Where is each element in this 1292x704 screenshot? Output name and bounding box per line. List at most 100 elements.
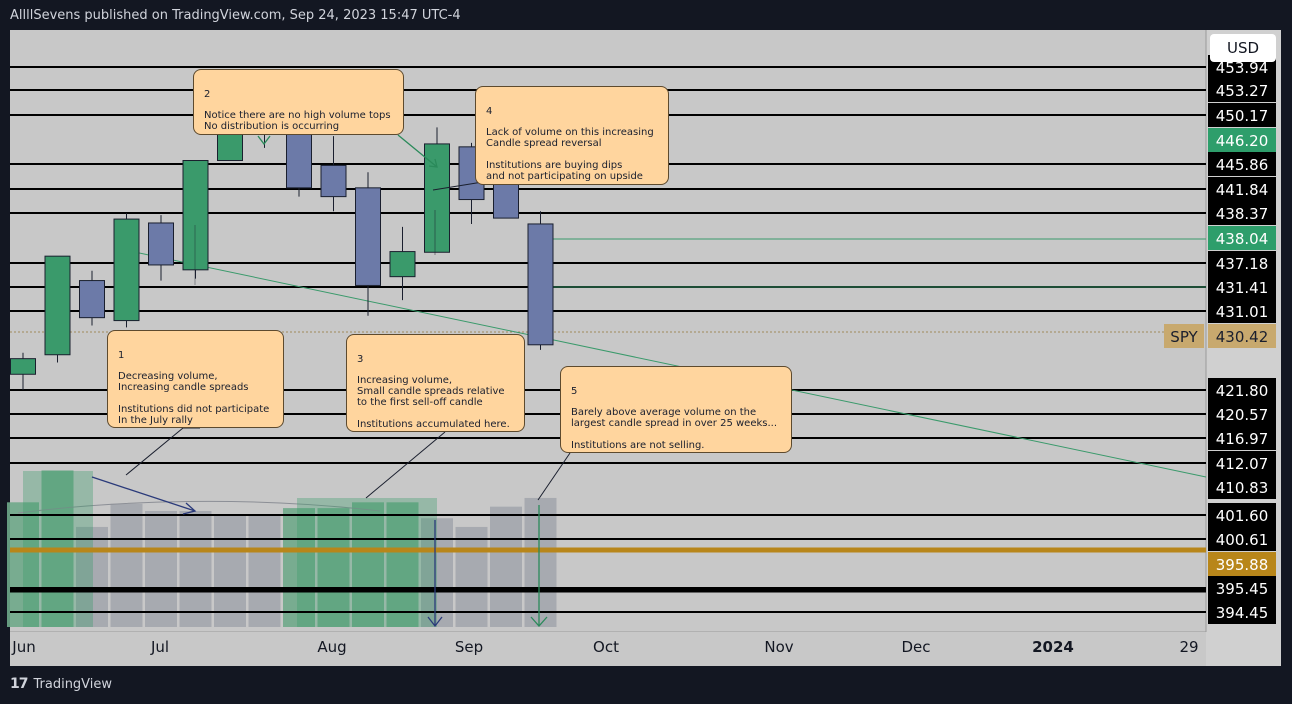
time-axis-label: Oct	[593, 638, 619, 656]
bearish-candle	[148, 222, 174, 266]
bearish-candle	[320, 164, 347, 198]
bullish-candle	[44, 255, 71, 356]
price-label: 430.42	[1216, 328, 1269, 346]
annotation-number: 4	[486, 106, 493, 117]
callout-pointer	[365, 431, 446, 499]
volume-bar	[283, 508, 315, 627]
price-label: 420.57	[1216, 406, 1269, 424]
annotation-text: Decreasing volume, Increasing candle spr…	[118, 371, 270, 426]
volume-bar	[214, 515, 246, 627]
price-label-box	[1208, 103, 1276, 127]
price-label-box	[1208, 426, 1276, 450]
time-axis-label: Jul	[150, 638, 169, 656]
volume-bar	[455, 526, 488, 627]
price-label: 437.18	[1216, 255, 1269, 273]
candles	[10, 71, 554, 390]
annotation-number: 2	[204, 89, 211, 100]
volume-bar	[110, 503, 143, 627]
price-label-box	[1208, 600, 1276, 624]
bearish-candle	[527, 223, 554, 346]
volume-highlight-box	[297, 498, 437, 627]
annotation-text: Notice there are no high volume tops No …	[204, 110, 391, 132]
annotation-number: 3	[357, 354, 364, 365]
price-label: 410.83	[1216, 479, 1269, 497]
time-axis-label: Nov	[764, 638, 793, 656]
price-label-box	[1208, 552, 1276, 576]
volume-pane	[7, 470, 557, 627]
time-axis-label: Jun	[11, 638, 35, 656]
price-label-box	[1208, 226, 1276, 250]
price-label-box	[1208, 576, 1276, 600]
callout-pointer	[125, 427, 200, 476]
volume-bar	[145, 511, 177, 627]
price-label-box	[1208, 201, 1276, 225]
green-arrow	[397, 134, 438, 168]
volume-average-line	[17, 500, 381, 514]
price-label-box	[1208, 152, 1276, 176]
bullish-candle	[10, 358, 36, 375]
symbol-badge-box	[1164, 324, 1204, 348]
bullish-candle	[113, 218, 140, 322]
bullish-candle	[389, 251, 416, 278]
time-axis-label: 2024	[1032, 638, 1074, 656]
price-label-box	[1208, 128, 1276, 152]
bullish-candle	[424, 143, 450, 253]
volume-bar	[352, 502, 384, 627]
price-label: 395.88	[1216, 556, 1269, 574]
annotation-number: 5	[571, 386, 578, 397]
price-label: 445.86	[1216, 156, 1269, 174]
time-axis-label: Sep	[455, 638, 483, 656]
volume-bar	[524, 497, 557, 627]
volume-bar	[76, 526, 108, 627]
price-label-box	[1208, 78, 1276, 102]
arrowhead	[530, 616, 548, 627]
footer: 17 TradingView	[10, 676, 112, 692]
price-label: 400.61	[1216, 531, 1269, 549]
price-label: 394.45	[1216, 604, 1269, 622]
trend-lines	[124, 249, 1207, 478]
annotation-text: Lack of volume on this increasing Candle…	[486, 127, 654, 182]
price-label: 438.37	[1216, 205, 1269, 223]
annotation-text: Barely above average volume on the large…	[571, 407, 778, 451]
volume-bar	[179, 511, 212, 627]
tradingview-logo-icon: 17	[10, 676, 29, 692]
price-label: 441.84	[1216, 181, 1269, 199]
price-label-box	[1208, 251, 1276, 275]
trend-line	[124, 249, 1207, 478]
price-label: 421.80	[1216, 382, 1269, 400]
price-label: 438.04	[1216, 230, 1269, 248]
price-label: 412.07	[1216, 455, 1269, 473]
symbol-badge-label: SPY	[1170, 328, 1198, 346]
price-label: 416.97	[1216, 430, 1269, 448]
price-label: 431.01	[1216, 303, 1269, 321]
price-label-box	[1208, 299, 1276, 323]
callout-pointer	[537, 452, 571, 501]
price-scale: 453.94453.27450.17446.20445.86441.84438.…	[1164, 55, 1276, 624]
price-label: 401.60	[1216, 507, 1269, 525]
time-axis-label: 29	[1179, 638, 1198, 656]
time-axis-label: Aug	[317, 638, 346, 656]
arrowhead	[182, 502, 197, 515]
volume-bar	[317, 508, 350, 627]
price-label: 453.94	[1216, 59, 1269, 77]
price-label-box	[1208, 475, 1276, 499]
bullish-candle	[182, 160, 209, 271]
price-label-box	[1208, 451, 1276, 475]
price-label-box	[1208, 503, 1276, 527]
arrowhead	[428, 158, 438, 168]
price-label-box	[1208, 402, 1276, 426]
volume-bar	[421, 518, 453, 627]
bullish-candle	[217, 131, 243, 162]
volume-bar	[490, 506, 522, 627]
currency-button[interactable]: USD	[1210, 34, 1276, 62]
annotation-text: Increasing volume, Small candle spreads …	[357, 375, 510, 430]
price-label-box	[1208, 275, 1276, 299]
bearish-candle	[355, 187, 381, 286]
time-axis-background	[10, 632, 1206, 666]
